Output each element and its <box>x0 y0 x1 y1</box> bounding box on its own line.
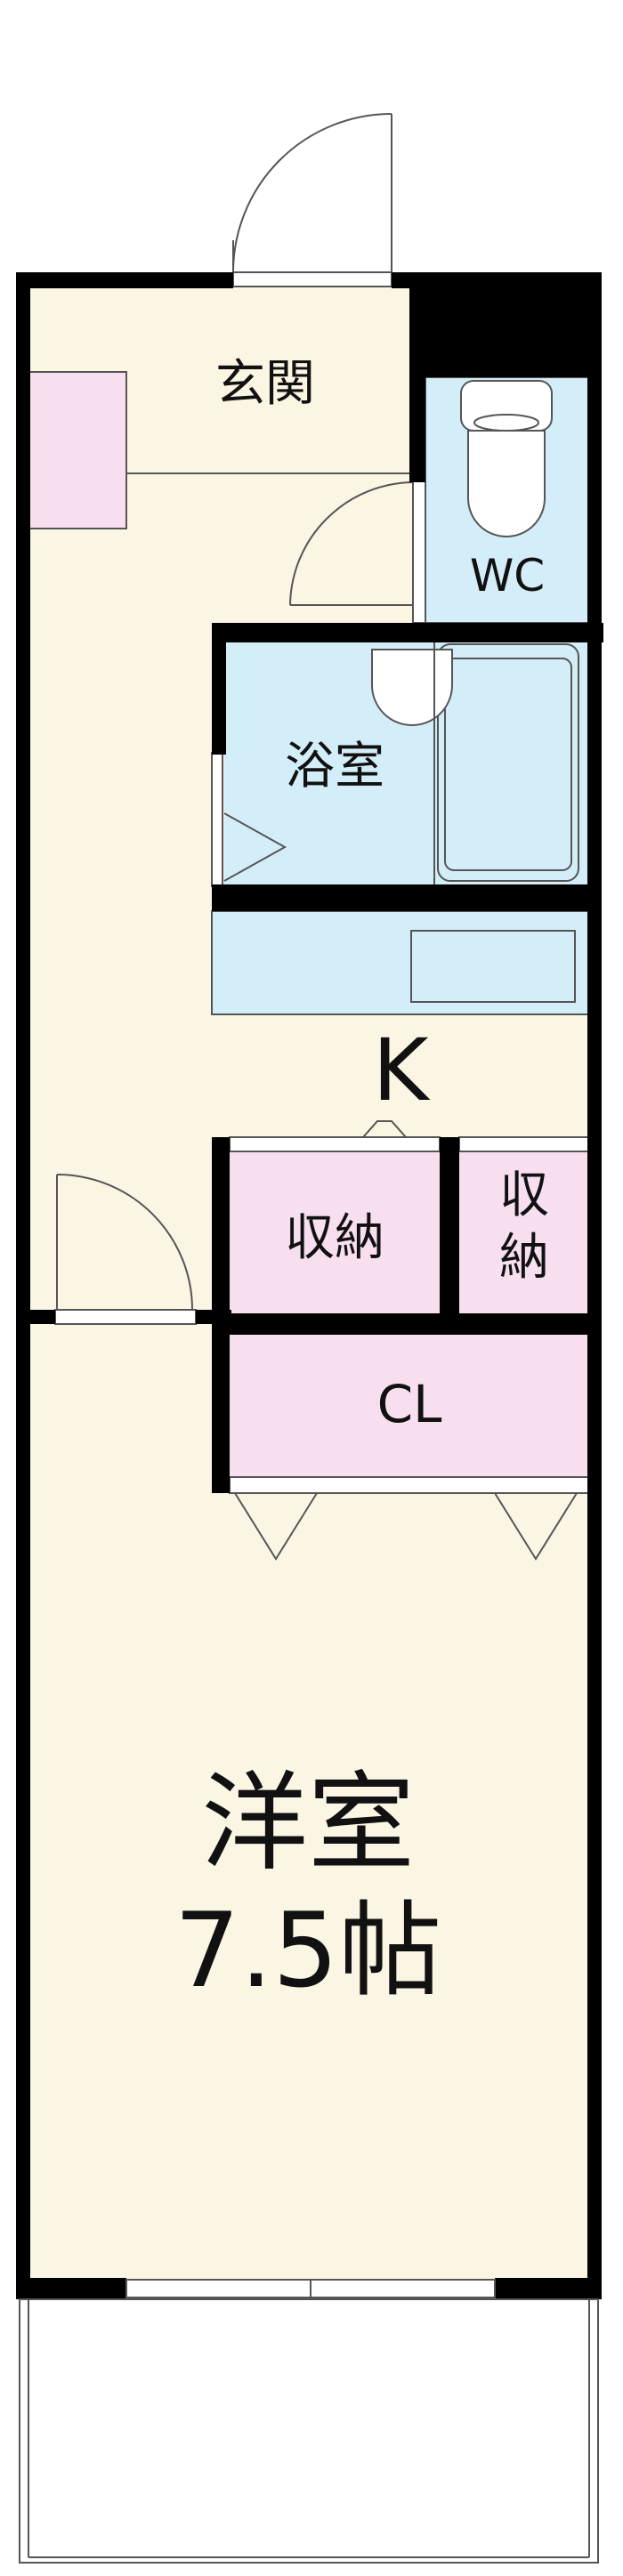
bathtub-inner <box>444 658 572 871</box>
toilet-bowl <box>467 430 546 537</box>
label-storage-2-line2: 納 <box>499 1229 549 1287</box>
entrance-threshold <box>232 271 392 287</box>
label-storage-1: 収納 <box>285 1209 384 1267</box>
bath-door <box>211 752 223 887</box>
label-genkan: 玄関 <box>215 355 315 413</box>
storage-door-marks <box>362 1120 407 1138</box>
wc-door-frame <box>412 480 426 624</box>
label-closet: CL <box>377 1374 442 1434</box>
bath-door-swing <box>223 812 287 882</box>
kitchen-sink <box>410 930 576 1003</box>
label-storage-2-line1: 収 <box>499 1167 549 1224</box>
label-western-size: 7.5帖 <box>174 1891 441 2011</box>
room-door-swing <box>56 1174 193 1311</box>
storage-2 <box>459 1151 589 1313</box>
label-wc: WC <box>470 550 545 602</box>
closet-door-swing-right <box>494 1492 578 1561</box>
storage-2-door <box>458 1136 590 1152</box>
closet <box>230 1335 589 1477</box>
balcony <box>19 2298 599 2564</box>
entrance-door-swing <box>232 113 392 273</box>
closet-doors <box>229 1476 590 1494</box>
toilet-seat <box>473 414 539 432</box>
closet-door-swing-left <box>234 1492 318 1561</box>
storage-1 <box>230 1151 440 1313</box>
room-door-threshold <box>54 1309 197 1325</box>
label-western-room: 洋室 <box>201 1762 415 1886</box>
wash-basin <box>371 649 453 726</box>
label-kitchen: K <box>373 1021 431 1120</box>
label-bath: 浴室 <box>285 738 384 795</box>
walls <box>16 272 603 2299</box>
storage-1-door <box>229 1136 441 1152</box>
shoe-cabinet <box>28 371 127 529</box>
wc-door-swing <box>289 481 414 606</box>
